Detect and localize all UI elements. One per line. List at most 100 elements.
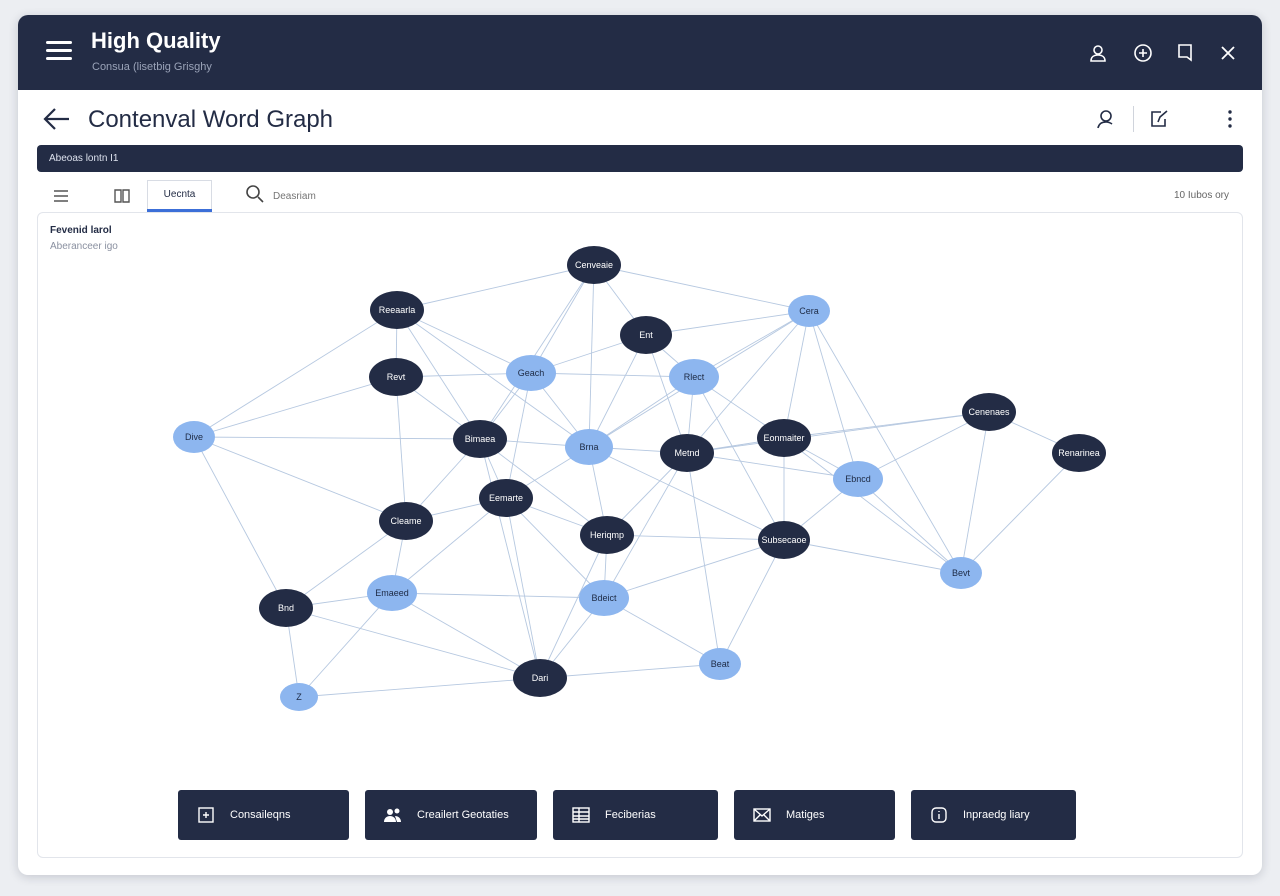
profile-icon[interactable]	[1096, 108, 1118, 130]
graph-node-shape[interactable]	[369, 358, 423, 396]
graph-node-shape[interactable]	[506, 355, 556, 391]
tab-active[interactable]: Uecnta	[147, 180, 212, 211]
add-circle-icon[interactable]	[1133, 43, 1153, 63]
page-header: Contenval Word Graph	[18, 90, 1262, 148]
graph-node-shape[interactable]	[940, 557, 982, 589]
graph-node-label: Subsecaoe	[761, 535, 806, 545]
graph-node[interactable]: Cleame	[379, 502, 433, 540]
graph-node[interactable]: Beat	[699, 648, 741, 680]
graph-edge	[396, 264, 595, 311]
graph-node[interactable]: Geach	[506, 355, 556, 391]
graph-node-shape[interactable]	[370, 291, 424, 329]
mail-icon	[752, 805, 772, 825]
graph-edge	[298, 592, 393, 698]
graph-node-label: Heriqmp	[590, 530, 624, 540]
back-arrow-icon[interactable]	[42, 106, 72, 132]
graph-node-label: Ent	[639, 330, 653, 340]
book-icon[interactable]	[112, 186, 132, 206]
graph-edge	[505, 497, 541, 679]
graph-node-shape[interactable]	[479, 479, 533, 517]
graph-node-shape[interactable]	[173, 421, 215, 453]
app-title: High Quality	[91, 28, 221, 53]
graph-node-shape[interactable]	[379, 502, 433, 540]
graph-node-shape[interactable]	[660, 434, 714, 472]
graph-node[interactable]: Dari	[513, 659, 567, 697]
graph-node[interactable]: Bnd	[259, 589, 313, 627]
graph-node-label: Dive	[185, 432, 203, 442]
graph-node-shape[interactable]	[833, 461, 883, 497]
graph-node-shape[interactable]	[367, 575, 417, 611]
graph-node-label: Reeaarla	[379, 305, 416, 315]
graph-node[interactable]: Bdeict	[579, 580, 629, 616]
graph-edge	[783, 539, 962, 574]
graph-node-shape[interactable]	[513, 659, 567, 697]
graph-node[interactable]: Eonmaiter	[757, 419, 811, 457]
graph-node[interactable]: Cenenaes	[962, 393, 1016, 431]
people-icon	[383, 805, 403, 825]
list-icon[interactable]	[51, 186, 71, 206]
graph-node[interactable]: Cera	[788, 295, 830, 327]
hamburger-menu-icon[interactable]	[46, 37, 72, 63]
graph-node-shape[interactable]	[453, 420, 507, 458]
bookmark-icon[interactable]	[1175, 43, 1195, 63]
close-icon[interactable]	[1218, 43, 1238, 63]
graph-node-shape[interactable]	[580, 516, 634, 554]
graph-node[interactable]: Cenveaie	[567, 246, 621, 284]
graph-node[interactable]: Reeaarla	[370, 291, 424, 329]
graph-node[interactable]: Heriqmp	[580, 516, 634, 554]
graph-node-label: Brna	[579, 442, 598, 452]
action-button-matiges[interactable]: Matiges	[734, 790, 895, 840]
graph-node[interactable]: Renarinea	[1052, 434, 1106, 472]
graph-edge	[396, 309, 590, 448]
graph-node[interactable]: Dive	[173, 421, 215, 453]
graph-node-shape[interactable]	[567, 246, 621, 284]
graph-node-shape[interactable]	[1052, 434, 1106, 472]
more-vertical-icon[interactable]	[1219, 108, 1241, 130]
graph-node[interactable]: Ent	[620, 316, 672, 354]
graph-node-shape[interactable]	[669, 359, 719, 395]
graph-node-shape[interactable]	[757, 419, 811, 457]
action-label: Consaileqns	[230, 809, 291, 821]
graph-edge	[645, 310, 810, 336]
action-button-consaileqns[interactable]: Consaileqns	[178, 790, 349, 840]
graph-edge	[783, 310, 810, 439]
search-input[interactable]	[271, 185, 425, 207]
graph-node[interactable]: Metnd	[660, 434, 714, 472]
graph-node-shape[interactable]	[259, 589, 313, 627]
graph-node-shape[interactable]	[579, 580, 629, 616]
action-button-feciberias[interactable]: Feciberias	[553, 790, 718, 840]
graph-node[interactable]: Z	[280, 683, 318, 711]
action-button-inpraedg-liary[interactable]: Inpraedg liary	[911, 790, 1076, 840]
table-icon	[571, 805, 591, 825]
graph-node-shape[interactable]	[565, 429, 613, 465]
graph-node-label: Cera	[799, 306, 819, 316]
graph-node-shape[interactable]	[699, 648, 741, 680]
search-icon[interactable]	[245, 184, 265, 204]
graph-node[interactable]: Emaeed	[367, 575, 417, 611]
edit-icon[interactable]	[1148, 108, 1170, 130]
graph-edge	[285, 520, 407, 609]
graph-node[interactable]: Rlect	[669, 359, 719, 395]
user-icon[interactable]	[1088, 43, 1108, 63]
graph-edge	[479, 438, 608, 536]
graph-node[interactable]: Bimaea	[453, 420, 507, 458]
graph-node[interactable]: Eemarte	[479, 479, 533, 517]
graph-node-shape[interactable]	[280, 683, 318, 711]
graph-node-shape[interactable]	[620, 316, 672, 354]
graph-edge	[686, 310, 810, 454]
graph-node-shape[interactable]	[758, 521, 810, 559]
graph-edge	[285, 607, 541, 679]
action-label: Feciberias	[605, 809, 656, 821]
graph-node-shape[interactable]	[962, 393, 1016, 431]
graph-node[interactable]: Ebncd	[833, 461, 883, 497]
action-label: Creailert Geotaties	[417, 809, 509, 821]
graph-edge	[808, 310, 962, 574]
graph-node[interactable]: Bevt	[940, 557, 982, 589]
graph-node[interactable]: Subsecaoe	[758, 521, 810, 559]
action-button-creailert-geotaties[interactable]: Creailert Geotaties	[365, 790, 537, 840]
graph-node-label: Cleame	[390, 516, 421, 526]
graph-node[interactable]: Revt	[369, 358, 423, 396]
graph-node[interactable]: Brna	[565, 429, 613, 465]
graph-node-shape[interactable]	[788, 295, 830, 327]
